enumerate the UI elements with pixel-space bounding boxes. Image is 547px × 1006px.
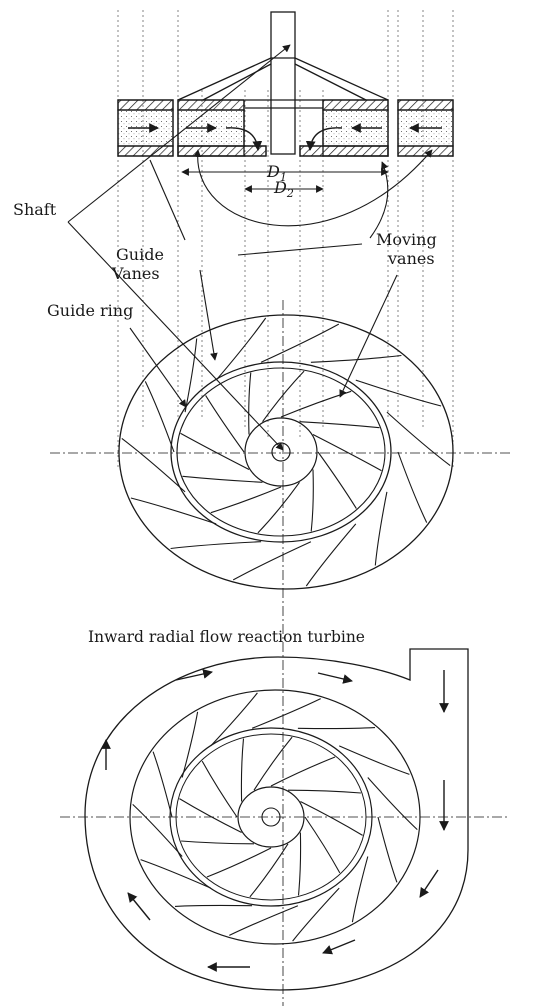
- guide-vane: [184, 338, 198, 413]
- guide-vane: [351, 856, 369, 923]
- guide-vane: [397, 451, 428, 523]
- moving-vane: [317, 451, 357, 509]
- moving-vane: [180, 432, 250, 470]
- shaft-circle: [271, 442, 291, 462]
- moving-vane: [206, 847, 272, 878]
- moving-vane: [312, 434, 382, 472]
- guide-vane: [130, 497, 217, 525]
- shaft-section: [270, 11, 296, 155]
- callout-arcs: [193, 149, 433, 256]
- d1-label: D1: [266, 162, 287, 184]
- guide-vane: [310, 354, 402, 363]
- guide-vane: [210, 692, 258, 747]
- moving-vanes-label-line1: Moving: [376, 230, 437, 249]
- guide-vane: [355, 379, 442, 407]
- dimension-lines: [181, 168, 389, 193]
- moving-vane: [299, 421, 380, 429]
- moving-vane: [205, 395, 245, 453]
- moving-vane: [262, 370, 305, 423]
- d2-label: D2: [273, 178, 294, 200]
- moving-vane: [210, 486, 282, 514]
- shaft-circle-bottom: [261, 807, 281, 827]
- guide-vane: [152, 751, 173, 818]
- plan-view-bottom: [60, 648, 510, 991]
- guide-vane: [232, 541, 312, 581]
- guide-vane: [140, 859, 212, 889]
- diagram-caption: Inward radial flow reaction turbine: [88, 628, 365, 646]
- moving-vane: [249, 843, 289, 898]
- moving-vanes-top: [180, 370, 382, 534]
- moving-vane: [257, 481, 300, 534]
- guide-vanes-label-line1: Guide: [116, 245, 164, 264]
- moving-vane: [287, 789, 361, 794]
- guide-vane: [251, 698, 321, 729]
- guide-vane: [292, 887, 340, 942]
- guide-vanes-top: [121, 317, 451, 587]
- moving-vane: [181, 840, 255, 845]
- guide-vane: [229, 905, 299, 936]
- hub-bottom: [237, 786, 305, 848]
- svg-text:D2: D2: [273, 178, 294, 200]
- guide-vane: [170, 541, 262, 550]
- runner-ring-bottom-outer: [169, 727, 373, 907]
- guide-vane: [367, 777, 418, 831]
- guide-vane: [174, 904, 253, 907]
- guide-vanes-bottom: [132, 692, 418, 942]
- moving-vane: [253, 736, 293, 791]
- moving-vane: [248, 372, 252, 435]
- sectional-view: [117, 11, 454, 157]
- moving-vanes-label-line2: vanes: [387, 249, 435, 268]
- moving-vane: [179, 798, 242, 833]
- shaft-label: Shaft: [13, 200, 57, 219]
- guide-vane: [121, 437, 186, 493]
- guide-vane: [297, 727, 376, 730]
- callout-leaders: [67, 44, 398, 451]
- runner-ring-bottom-inner: [175, 733, 367, 901]
- spiral-casing: [84, 648, 469, 991]
- runner-ring-outer: [170, 361, 392, 543]
- hub: [244, 417, 318, 487]
- moving-vane: [240, 738, 245, 802]
- guide-vane: [260, 323, 340, 363]
- moving-vane: [182, 475, 263, 483]
- moving-vanes-bottom: [179, 736, 363, 898]
- guide-vane: [377, 816, 398, 883]
- moving-vane: [304, 816, 341, 874]
- moving-vane: [270, 756, 336, 787]
- guide-vane: [386, 411, 451, 467]
- guide-vane: [374, 491, 388, 566]
- guide-vanes-label-line2: Vanes: [111, 264, 160, 283]
- guide-vane: [338, 745, 410, 775]
- plan-view-top: [50, 300, 510, 1006]
- casing-flow-arrows: [101, 669, 449, 972]
- guide-ring-bottom: [129, 689, 421, 945]
- runner-ring-inner: [176, 367, 386, 537]
- guide-vane: [305, 523, 357, 587]
- guide-ring-label: Guide ring: [47, 301, 133, 320]
- guide-vane: [144, 381, 175, 453]
- moving-vane: [300, 801, 363, 836]
- guide-ring-outer: [118, 314, 454, 590]
- flow-arrows-section: [128, 123, 442, 151]
- moving-vane: [310, 469, 314, 532]
- moving-vane: [297, 832, 302, 896]
- guide-vane: [181, 711, 199, 778]
- guide-vane: [215, 317, 267, 381]
- guide-vane: [132, 803, 183, 857]
- moving-vane: [201, 760, 238, 818]
- svg-text:D1: D1: [266, 162, 287, 184]
